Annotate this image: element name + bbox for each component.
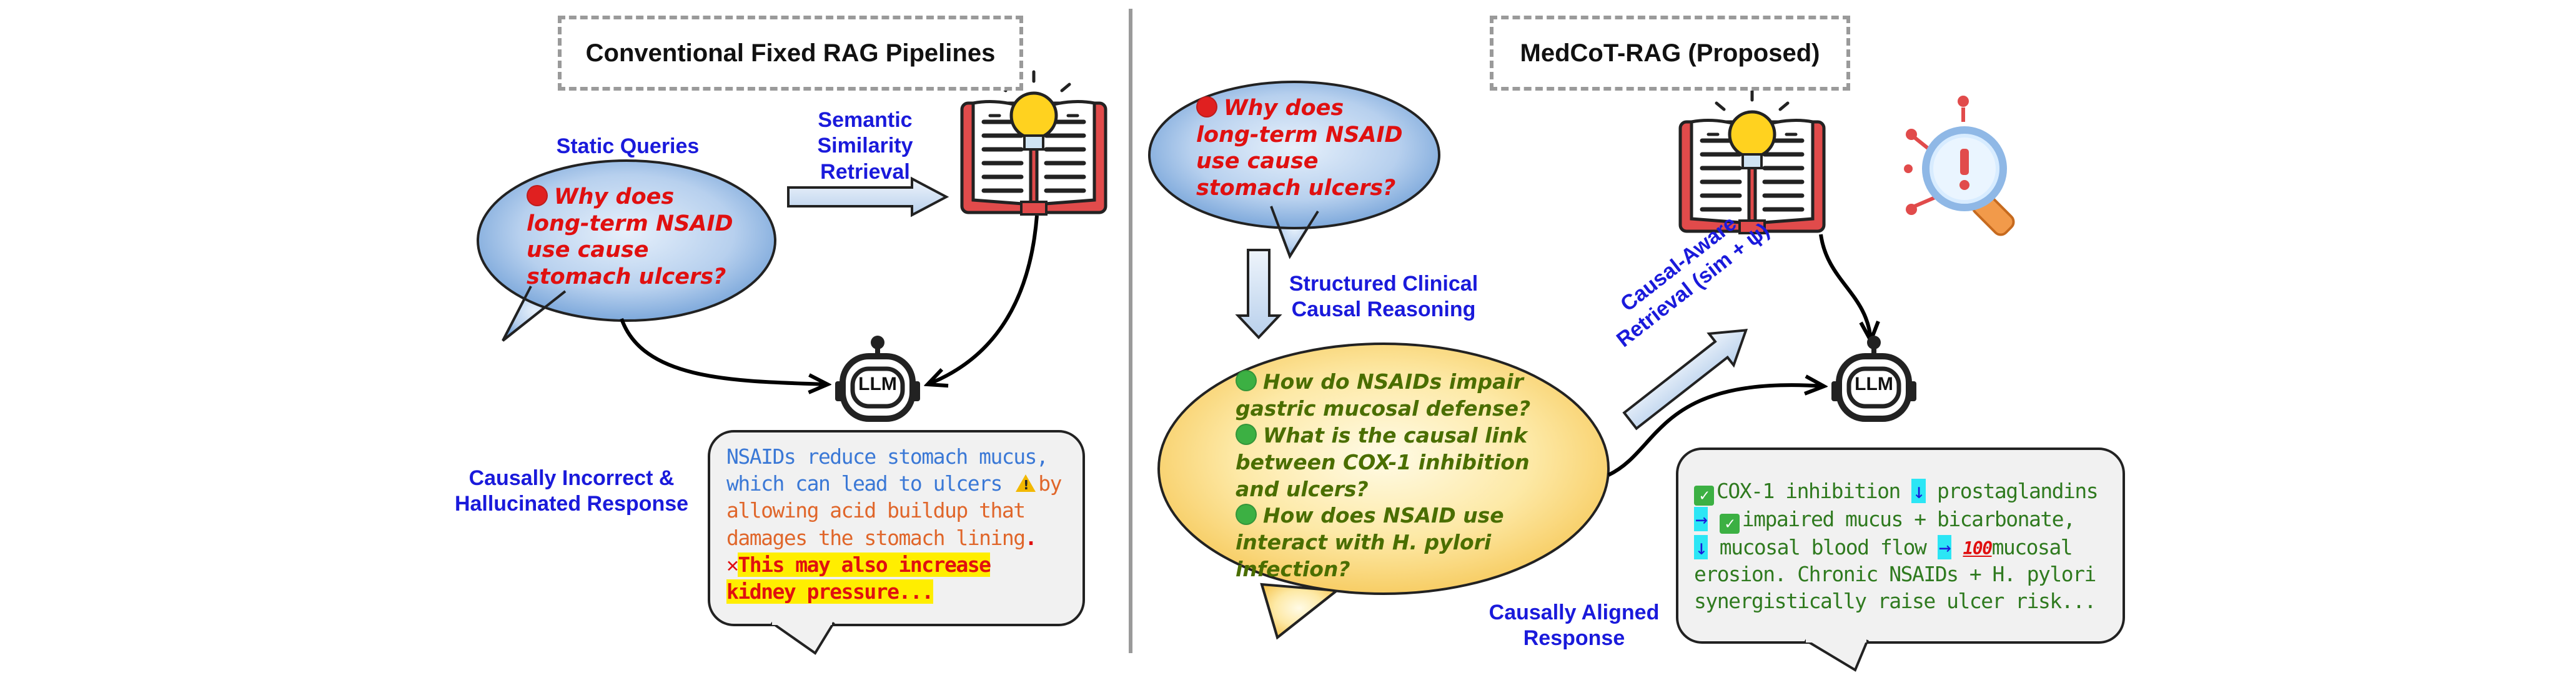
check-mark-icon: ✓ [1719,514,1740,534]
red-circle-icon [527,185,548,206]
sub-question: How does NSAID use [1236,502,1530,529]
robot-llm-icon [1831,336,1916,422]
left-response-text: NSAIDs reduce stomach mucus, which can l… [726,443,1062,605]
check-mark-icon: ✓ [1694,486,1714,506]
warning-icon [1016,474,1036,493]
right-bubble-to-llm-arrow [1607,385,1824,477]
cross-mark-icon: ✕ [726,552,739,577]
semantic-retrieval-label: Semantic Similarity Retrieval [817,108,913,184]
book-lightbulb-icon [1678,89,1826,234]
left-retrieval-arrow [787,176,949,218]
robot-llm-icon [835,336,920,422]
incorrect-response-label: Causally Incorrect & Hallucinated Respon… [454,466,689,516]
left-question-bubble [477,159,776,342]
llm-label: LLM [858,374,897,394]
sub-questions: How do NSAIDs impair gastric mucosal def… [1236,369,1531,582]
aligned-response-label: Causally Aligned Response [1489,601,1660,651]
right-response-box [1676,448,2125,672]
book-lightbulb-icon [960,70,1107,216]
right-book-to-llm-arrow [1819,234,1871,341]
static-queries-label: Static Queries [556,134,700,158]
magnifier-alert-icon [1904,96,2015,236]
left-book-to-llm-arrow [928,215,1039,384]
green-circle-icon [1236,423,1257,445]
right-question-bubble [1148,81,1440,259]
sub-question: What is the causal link [1236,422,1530,449]
hundred-points-icon: 100 [1963,538,1993,559]
right-question-text: Why does long-term NSAID use cause stoma… [1196,96,1403,201]
red-circle-icon [1196,96,1217,118]
right-subquestion-bubble [1157,342,1610,640]
right-causal-retrieval-arrow [1622,329,1748,431]
green-circle-icon [1236,370,1257,391]
right-response-text: ✓COX-1 inhibition ↓ prostaglandins → ✓im… [1694,479,2099,614]
right-reasoning-arrow [1235,249,1282,339]
left-query-to-llm-arrow [620,318,828,384]
left-question-text: Why does long-term NSAID use cause stoma… [527,184,733,290]
sub-question: How do NSAIDs impair [1236,369,1530,396]
left-panel-title: Conventional Fixed RAG Pipelines [558,16,1023,91]
clinical-reasoning-label: Structured Clinical Causal Reasoning [1289,272,1479,322]
right-panel-title: MedCoT-RAG (Proposed) [1490,16,1850,91]
green-circle-icon [1236,504,1257,526]
llm-label: LLM [1855,374,1893,394]
